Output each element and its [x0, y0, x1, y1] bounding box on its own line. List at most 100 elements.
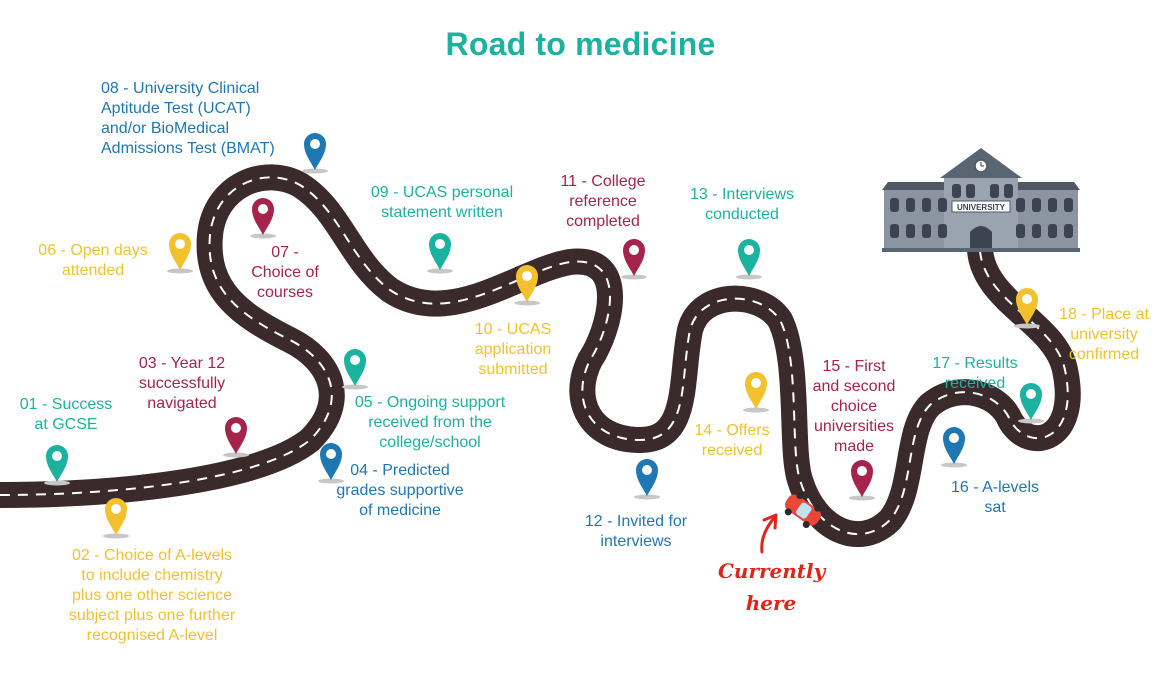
pin-body — [304, 133, 326, 170]
pin-body — [738, 239, 760, 276]
road-center-line — [0, 176, 1069, 536]
pin-body — [169, 232, 191, 270]
pin-body — [943, 427, 965, 464]
map-pin-icon-10 — [514, 265, 540, 306]
pin-dot — [175, 239, 185, 249]
map-pin-icon-12 — [634, 459, 660, 500]
map-pin-icon-06 — [167, 232, 193, 274]
pin-shadow — [736, 274, 762, 280]
pin-body — [344, 349, 366, 386]
pin-body — [636, 459, 658, 496]
building-window — [922, 198, 931, 212]
map-pin-icon-04 — [318, 443, 344, 484]
milestone-label-17: 17 - Results received — [932, 355, 1018, 392]
pin-body — [1016, 288, 1038, 325]
building-window — [890, 198, 899, 212]
pin-dot — [629, 245, 639, 255]
pin-dot — [1022, 294, 1032, 304]
milestone-label-09: 09 - UCAS personal statement written — [370, 184, 514, 221]
pin-dot — [522, 271, 532, 281]
building-window — [1016, 224, 1025, 238]
car-wheel — [814, 504, 822, 512]
building-window — [890, 224, 899, 238]
car-wheel — [802, 521, 810, 529]
building-window — [1048, 224, 1057, 238]
building-window — [1016, 198, 1025, 212]
building-window — [1064, 224, 1073, 238]
building-window — [1064, 198, 1073, 212]
pin-dot — [744, 245, 754, 255]
building-window — [966, 184, 975, 198]
map-pin-icon-17 — [1018, 383, 1044, 424]
car-icon — [784, 491, 822, 529]
pin-shadow — [1014, 323, 1040, 329]
pin-shadow — [849, 495, 875, 501]
building-window — [1048, 198, 1057, 212]
milestone-label-18: 18 - Place at university confirmed — [1059, 306, 1149, 363]
pin-shadow — [342, 384, 368, 390]
car-wheel — [784, 508, 792, 516]
milestone-label-01: 01 - Success at GCSE — [19, 396, 113, 433]
pin-dot — [326, 449, 336, 459]
pin-body — [623, 239, 645, 276]
map-pin-icon-05 — [342, 349, 368, 390]
building-window — [1032, 198, 1041, 212]
map-pin-icon-14 — [743, 372, 769, 413]
milestone-label-07: 07 - Choice of courses — [251, 244, 319, 301]
pin-dot — [258, 204, 268, 214]
university-building: UNIVERSITY — [882, 148, 1080, 252]
milestone-label-11: 11 - College reference completed — [560, 173, 646, 230]
pin-shadow — [250, 233, 276, 239]
milestone-label-06: 06 - Open days attended — [38, 242, 148, 279]
pin-shadow — [634, 494, 660, 500]
pin-dot — [751, 378, 761, 388]
pin-dot — [642, 465, 652, 475]
pin-shadow — [167, 268, 193, 274]
building-window — [990, 184, 999, 198]
pin-shadow — [1018, 418, 1044, 424]
map-pin-icon-08 — [302, 133, 328, 174]
car-window — [796, 502, 812, 519]
pin-body — [516, 265, 538, 302]
pin-dot — [310, 139, 320, 149]
pin-dot — [1026, 389, 1036, 399]
milestone-label-02: 02 - Choice of A-levels to include chemi… — [68, 547, 236, 644]
milestone-label-16: 16 - A-levels sat — [950, 479, 1040, 516]
pin-shadow — [427, 268, 453, 274]
pin-body — [252, 198, 274, 235]
car-wheel — [796, 491, 804, 499]
pin-body — [1020, 383, 1042, 420]
map-pin-icon-16 — [941, 427, 967, 468]
map-pin-icon-15 — [849, 460, 875, 501]
pin-shadow — [318, 478, 344, 484]
location-pins — [44, 133, 1044, 539]
map-pin-icon-02 — [103, 498, 129, 539]
road — [0, 164, 1081, 548]
arrow-shaft — [760, 516, 776, 554]
milestone-label-15: 15 - First and second choice universitie… — [812, 358, 896, 455]
pin-body — [745, 372, 767, 409]
pin-shadow — [44, 480, 70, 486]
pin-shadow — [621, 274, 647, 280]
map-pin-icon-11 — [621, 239, 647, 280]
building-window — [1004, 184, 1013, 198]
current-position-arrow-icon — [760, 513, 778, 554]
building-sign: UNIVERSITY — [957, 203, 1006, 212]
milestone-label-05: 05 - Ongoing support received from the c… — [354, 394, 506, 451]
milestone-label-13: 13 - Interviews conducted — [689, 186, 795, 223]
building-window — [952, 184, 961, 198]
pin-dot — [231, 423, 241, 433]
map-pin-icon-18 — [1014, 288, 1040, 329]
pin-shadow — [302, 168, 328, 174]
building-window — [906, 224, 915, 238]
pin-body — [851, 460, 873, 497]
pin-body — [429, 233, 451, 270]
building-windows — [890, 184, 1073, 238]
map-pin-icon-09 — [427, 233, 453, 274]
milestone-label-12: 12 - Invited for interviews — [584, 513, 688, 550]
pin-body — [225, 417, 247, 454]
pin-shadow — [223, 452, 249, 458]
pin-dot — [111, 504, 121, 514]
pin-body — [105, 498, 127, 535]
